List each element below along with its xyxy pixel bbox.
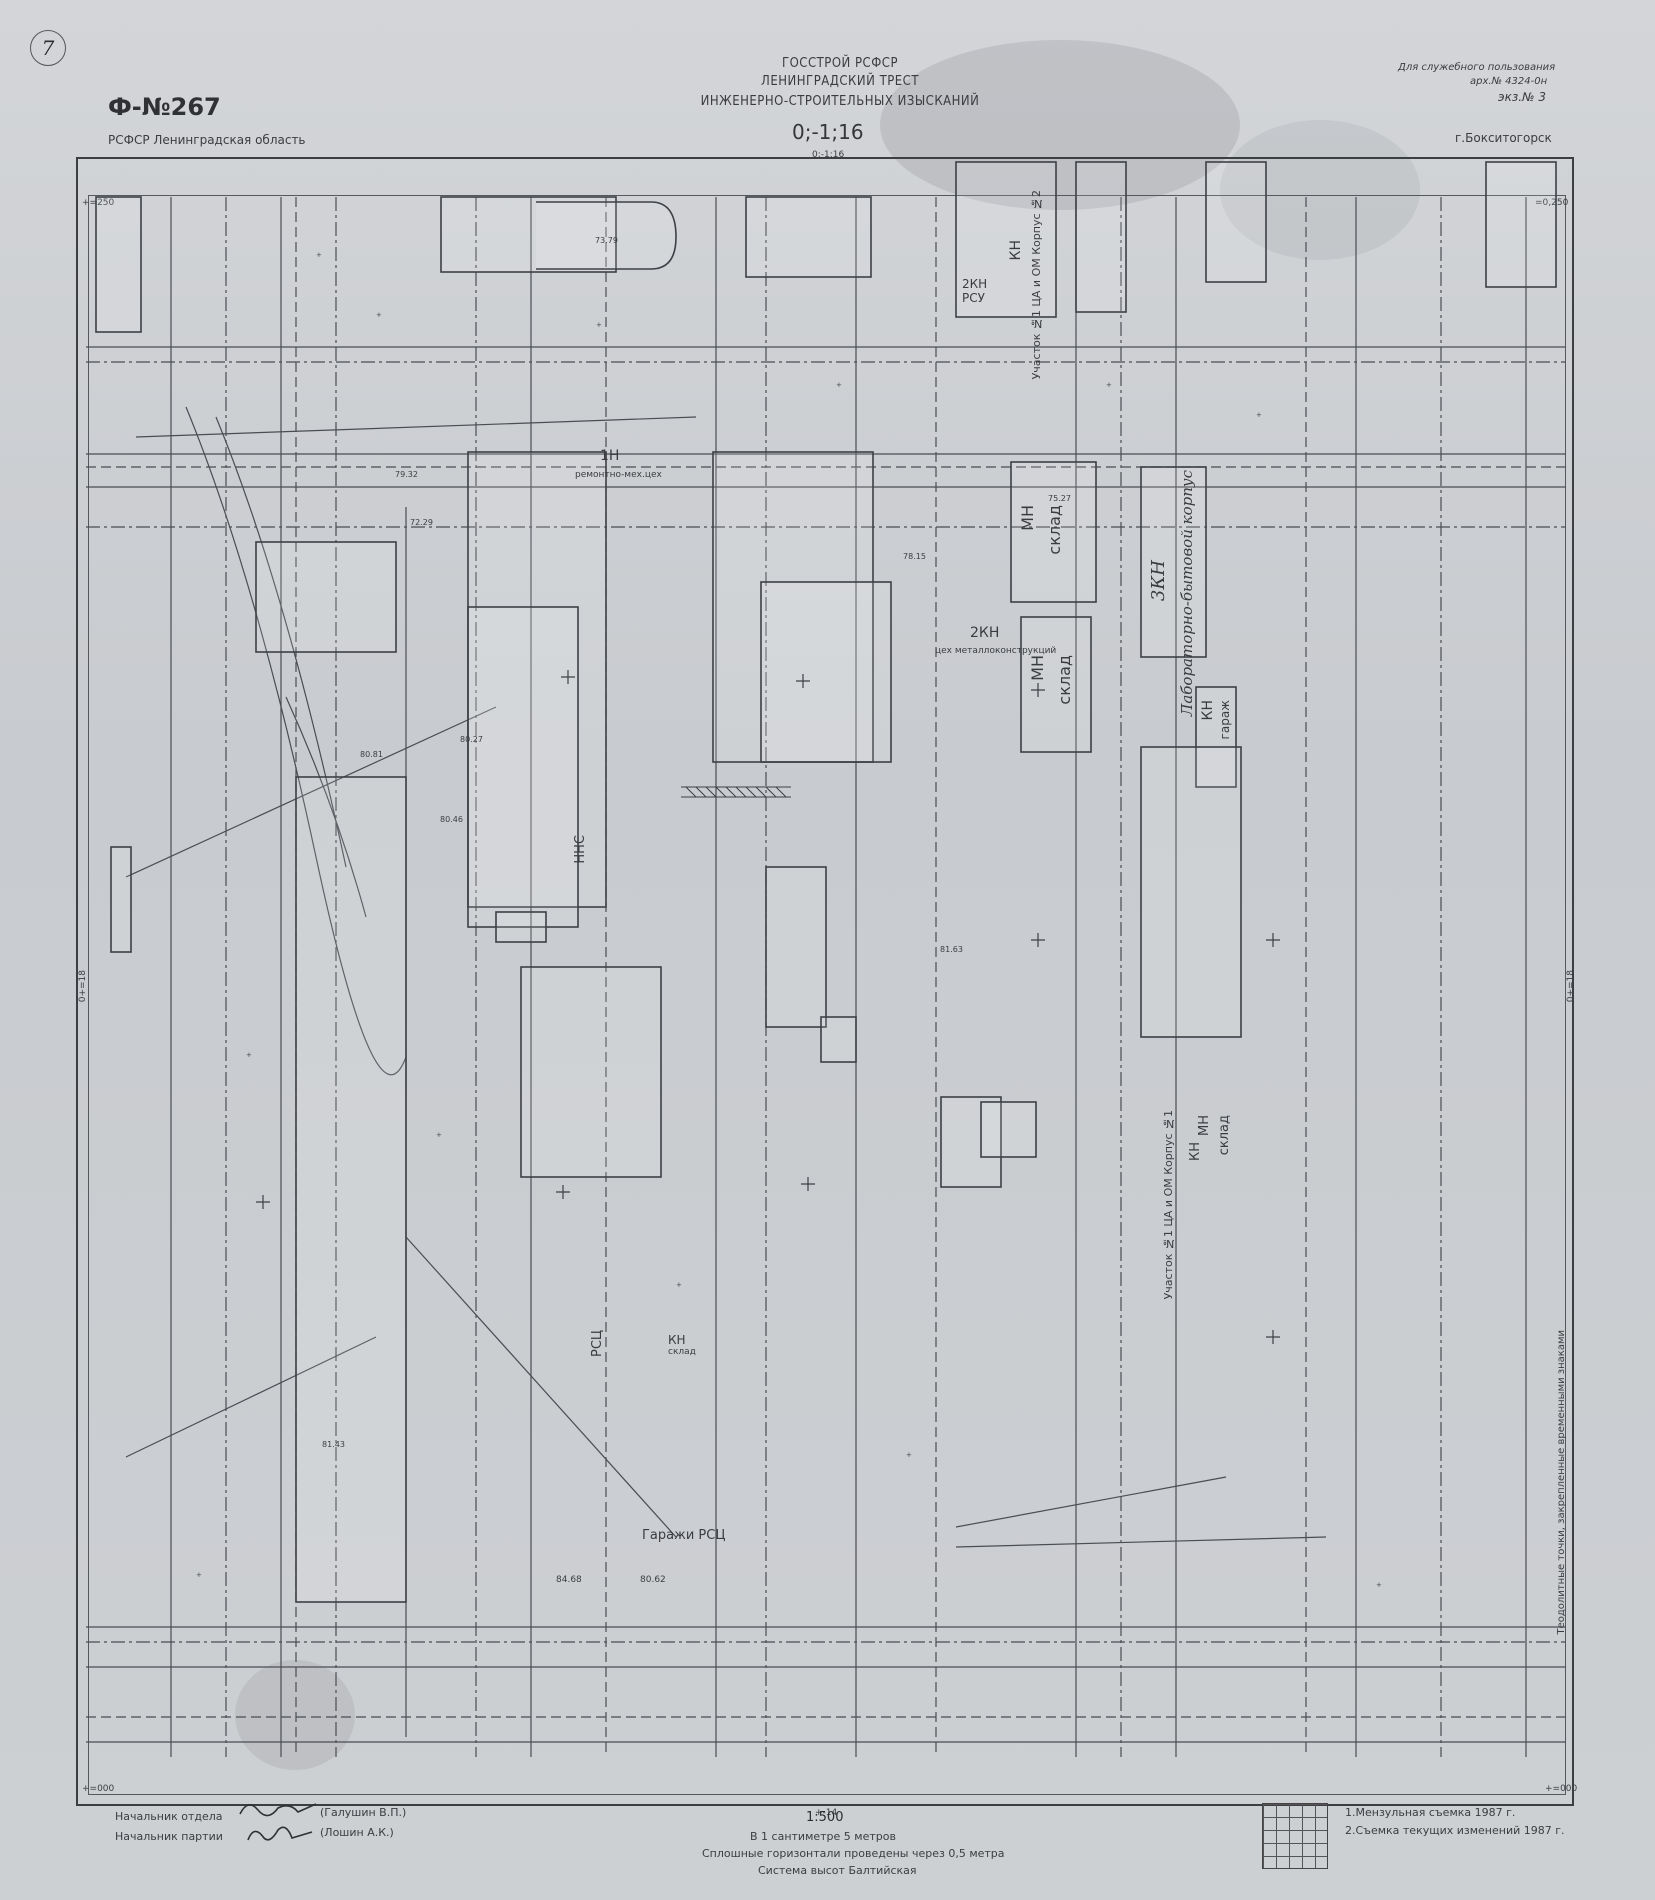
building-name-warehouse-1: склад xyxy=(1045,505,1064,555)
building-name-store: склад xyxy=(668,1347,696,1357)
building-code-mn-1: МН xyxy=(1018,505,1037,531)
region-label: РСФСР Ленинградская область xyxy=(108,133,306,147)
margin-note: Теодолитные точки, закрепленные временны… xyxy=(1556,1330,1567,1635)
svg-text:+: + xyxy=(1376,1581,1382,1589)
svg-text:+: + xyxy=(436,1131,442,1139)
building-name-repair-shop: ремонтно-мех.цех xyxy=(575,470,662,480)
elevation-label: 72.29 xyxy=(410,518,433,527)
person-party-head: (Лошин А.К.) xyxy=(320,1826,394,1839)
building-code-mn-2: МН xyxy=(1028,655,1047,681)
elevation-label: 81.43 xyxy=(322,1440,345,1449)
archive-number: арх.№ 4324-0н xyxy=(1470,76,1548,87)
building-code-mn-3: МН xyxy=(1197,1115,1212,1136)
corner-top-left: +=250 xyxy=(82,198,114,208)
building-code-nns: ННС xyxy=(573,835,588,864)
note-changes: 2.Съемка текущих изменений 1987 г. xyxy=(1345,1824,1565,1837)
elevation-label: 80.62 xyxy=(640,1575,666,1585)
classification: Для служебного пользования xyxy=(1398,62,1556,73)
building-name-garages-rsc: Гаражи РСЦ xyxy=(642,1528,726,1543)
building-code-kn-corpus2: КН xyxy=(1008,240,1024,261)
org-line-3: ИНЖЕНЕРНО-СТРОИТЕЛЬНЫХ ИЗЫСКАНИЙ xyxy=(700,94,980,109)
building-name-corpus1: Участок №1 ЦА и ОМ Корпус №1 xyxy=(1162,1110,1175,1300)
building-code-kn-store: КН xyxy=(668,1333,686,1347)
building-code-3kn: 3КН xyxy=(1148,560,1169,602)
scale: 1:500 xyxy=(806,1810,844,1825)
elevation-label: 80.46 xyxy=(440,815,463,824)
sheet-index-grid xyxy=(1262,1803,1328,1869)
building-name-warehouse-3: склад xyxy=(1217,1115,1232,1156)
stain xyxy=(1220,120,1420,260)
person-dept-head: (Галушин В.П.) xyxy=(320,1806,407,1819)
elevation-label: 84.68 xyxy=(556,1575,582,1585)
building-name-metal-shop: цех металлоконструкций xyxy=(935,646,1057,656)
svg-text:+: + xyxy=(316,251,322,259)
building-name-rsc: РСЦ xyxy=(590,1330,605,1358)
elevation-label: 79.32 xyxy=(395,470,418,479)
form-number: Ф-№267 xyxy=(108,93,221,121)
top-axis-label: 0;-1;16 xyxy=(812,150,845,160)
org-line-2: ЛЕНИНГРАДСКИЙ ТРЕСТ xyxy=(761,74,919,89)
building-name-warehouse-2: склад xyxy=(1055,655,1074,705)
svg-text:+: + xyxy=(246,1051,252,1059)
map-inner-frame xyxy=(88,195,1566,1795)
circled-number: 7 xyxy=(30,30,66,66)
svg-text:+: + xyxy=(1256,411,1262,419)
org-line-1: ГОССТРОЙ РСФСР xyxy=(781,56,899,71)
building-code-kn-garage: КН xyxy=(1200,700,1216,721)
bottom-axis-label: +-14 xyxy=(815,1808,838,1818)
corner-bottom-left: +=000 xyxy=(82,1784,115,1794)
sheet-index: 0;-1;16 xyxy=(792,120,864,144)
building-name-garage: гараж xyxy=(1218,700,1232,740)
copy-number: экз.№ 3 xyxy=(1498,90,1546,104)
stain xyxy=(880,40,1240,210)
svg-text:+: + xyxy=(1106,381,1112,389)
corner-top-right: =0,250 xyxy=(1535,198,1568,208)
svg-text:+: + xyxy=(376,311,382,319)
signature-1 xyxy=(239,1803,317,1817)
svg-text:+: + xyxy=(596,321,602,329)
elevation-label: 78.15 xyxy=(903,552,926,561)
note-survey: 1.Мензульная съемка 1987 г. xyxy=(1345,1806,1516,1819)
signature-2 xyxy=(247,1826,313,1841)
building-code-2kn-rsu: 2КН xyxy=(962,277,988,291)
scale-description: В 1 сантиметре 5 метров xyxy=(750,1830,896,1843)
height-system: Система высот Балтийская xyxy=(758,1864,917,1877)
contour-interval: Сплошные горизонтали проведены через 0,5… xyxy=(702,1847,1005,1860)
elevation-label: 81.63 xyxy=(940,945,963,954)
building-name-rsu: РСУ xyxy=(962,291,985,305)
elevation-label: 80.81 xyxy=(360,750,383,759)
role-dept-head: Начальник отдела xyxy=(115,1810,223,1823)
role-party-head: Начальник партии xyxy=(115,1830,223,1843)
svg-text:+: + xyxy=(906,1451,912,1459)
elevation-label: 80.27 xyxy=(460,735,483,744)
building-name-lab-building: Лабораторно-бытовой корпус xyxy=(1178,470,1196,717)
corner-bottom-right: +=000 xyxy=(1545,1784,1578,1794)
elevation-label: 75.27 xyxy=(1048,494,1071,503)
building-code-1n: 1Н xyxy=(600,448,620,464)
svg-text:+: + xyxy=(196,1571,202,1579)
building-code-2kn: 2КН xyxy=(970,625,1000,641)
map-drawing: + + + + + + + + + + + + xyxy=(86,161,1566,1757)
elevation-label: 73.79 xyxy=(595,236,618,245)
building-code-kn-corpus1: КН xyxy=(1188,1142,1203,1162)
stain xyxy=(235,1660,355,1770)
map-frame xyxy=(76,157,1574,1806)
city-label: г.Бокситогорск xyxy=(1455,131,1552,145)
svg-text:+: + xyxy=(836,381,842,389)
building-name-corpus2: Участок №1 ЦА и ОМ Корпус №2 xyxy=(1030,190,1043,380)
svg-text:+: + xyxy=(676,1281,682,1289)
